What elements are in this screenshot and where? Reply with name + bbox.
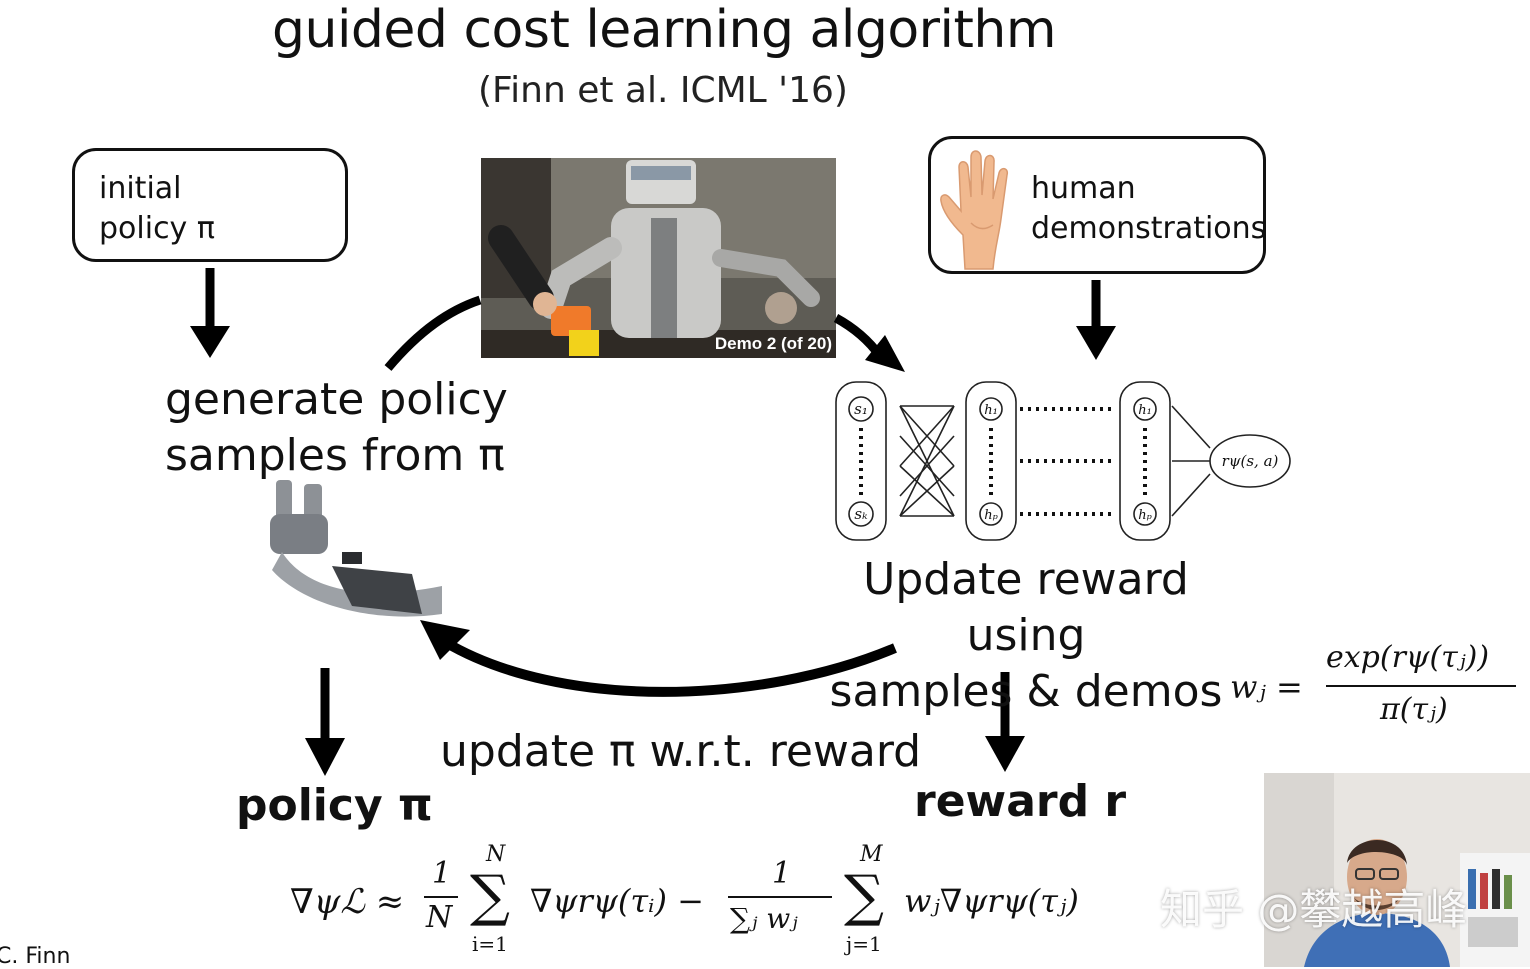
video-caption: Demo 2 (of 20)	[714, 334, 832, 353]
hand-icon	[940, 150, 1009, 270]
sum1-top: N	[486, 842, 506, 867]
hiddenn-node-top: h₁	[1138, 403, 1152, 418]
generate-line2: samples from π	[165, 430, 505, 481]
input-layer	[835, 381, 887, 541]
hiddenn-node-bottom: hₚ	[1138, 508, 1152, 523]
hidden1-node-top: h₁	[984, 403, 998, 418]
slide-credit: C. Finn	[0, 944, 71, 969]
reward-network-diagram: s₁ sₖ h₁ hₚ h₁ hₚ rψ(s, a)	[835, 381, 1291, 541]
sum2-sigma: ∑	[844, 864, 884, 929]
generate-line1: generate policy	[165, 374, 508, 425]
initial-policy-line2: policy π	[99, 211, 215, 246]
speaker-video-image	[1264, 773, 1530, 967]
weight-equation: wⱼ = exp(rψ(τⱼ)) π(τⱼ)	[1230, 640, 1520, 740]
gradient-equation: ∇ψℒ ≈ 1 N N ∑ i=1 ∇ψrψ(τᵢ) − 1 ∑ⱼ wⱼ M ∑…	[290, 842, 1110, 962]
sum1-sigma: ∑	[470, 864, 510, 929]
sum2-bottom: j=1	[846, 932, 882, 956]
human-box-line1: human	[1031, 171, 1136, 206]
slide-subtitle: (Finn et al. ICML '16)	[478, 70, 848, 111]
input-node-bottom: sₖ	[854, 505, 868, 523]
initial-policy-box: initial policy π	[72, 148, 348, 262]
reward-output-label: reward r	[914, 776, 1127, 827]
generate-samples-label: generate policy samples from π	[165, 372, 508, 484]
gradient-term2: wⱼ∇ψrψ(τⱼ)	[904, 882, 1079, 920]
weight-fraction-bar	[1326, 685, 1516, 687]
initial-policy-line1: initial	[99, 171, 182, 206]
policy-output-label: policy π	[236, 780, 433, 831]
frac2-num: 1	[772, 856, 792, 891]
output-node-label: rψ(s, a)	[1222, 452, 1279, 470]
speaker-webcam	[1264, 773, 1530, 967]
robot-demo-image	[481, 158, 836, 358]
hidden-layer-1	[965, 381, 1017, 541]
update-reward-label: Update reward using samples & demos	[810, 552, 1242, 720]
frac2-bar	[728, 896, 832, 898]
frac2-den: ∑ⱼ wⱼ	[730, 902, 798, 935]
weight-denominator: π(τⱼ)	[1380, 692, 1448, 727]
hidden1-node-bottom: hₚ	[984, 508, 998, 523]
update-reward-line2: samples & demos	[829, 666, 1223, 717]
frac1-num: 1	[432, 856, 452, 891]
update-reward-line1: Update reward using	[863, 554, 1189, 661]
weight-numerator: exp(rψ(τⱼ))	[1326, 640, 1490, 675]
input-node-top: s₁	[854, 400, 868, 418]
hidden-layer-n	[1119, 381, 1171, 541]
frac1-bar	[424, 896, 458, 898]
update-policy-label: update π w.r.t. reward	[440, 726, 922, 777]
arrowhead-reward	[985, 736, 1025, 772]
arrowhead-human	[1076, 326, 1116, 360]
curve-update-to-generate	[442, 637, 897, 697]
arrowhead-policy	[305, 738, 345, 776]
curve-generate-to-video	[384, 295, 482, 371]
arrowhead-bottom-curve	[420, 620, 470, 660]
arrowhead-top-curve	[865, 335, 905, 372]
frac1-den: N	[426, 900, 453, 935]
sum2-top: M	[860, 842, 883, 867]
weight-lhs: wⱼ =	[1230, 668, 1303, 706]
gradient-term1: ∇ψrψ(τᵢ) −	[530, 882, 704, 920]
zhihu-watermark: 知乎 @攀越高峰	[1160, 885, 1468, 934]
arrowhead-initial	[190, 326, 230, 358]
human-box-line2: demonstrations	[1031, 211, 1267, 246]
slide-title: guided cost learning algorithm	[272, 0, 1057, 60]
robot-demo-video: Demo 2 (of 20)	[481, 158, 836, 358]
robot-gripper-image	[270, 480, 442, 617]
human-demonstrations-box: human demonstrations	[928, 136, 1266, 274]
gradient-lhs: ∇ψℒ ≈	[290, 882, 405, 922]
sum1-bottom: i=1	[472, 932, 508, 956]
